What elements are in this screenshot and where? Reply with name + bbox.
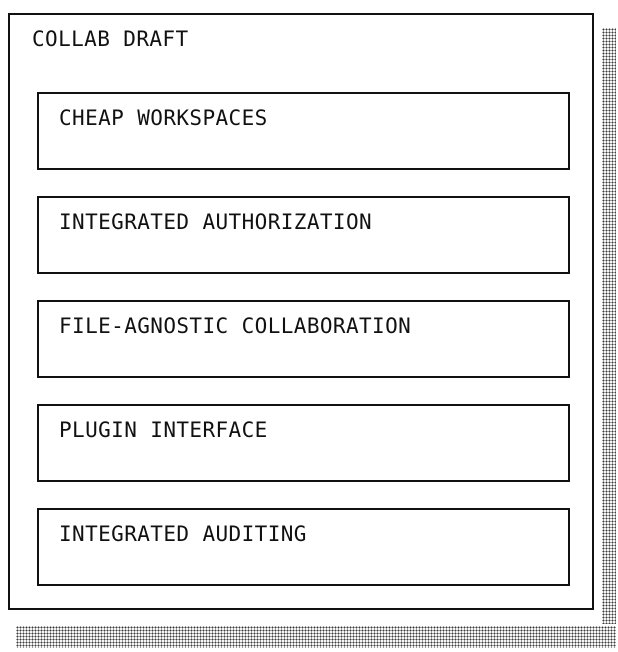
collab-draft-container: COLLAB DRAFT CHEAP WORKSPACES INTEGRATED… xyxy=(8,13,594,610)
drop-shadow-right xyxy=(602,28,616,624)
drop-shadow-bottom xyxy=(16,626,616,648)
feature-label: INTEGRATED AUDITING xyxy=(59,522,307,546)
feature-label: PLUGIN INTERFACE xyxy=(59,418,268,442)
feature-box-plugin-interface: PLUGIN INTERFACE xyxy=(37,404,570,482)
container-title: COLLAB DRAFT xyxy=(32,27,189,51)
feature-box-integrated-auditing: INTEGRATED AUDITING xyxy=(37,508,570,586)
feature-label: FILE-AGNOSTIC COLLABORATION xyxy=(59,314,412,338)
feature-box-cheap-workspaces: CHEAP WORKSPACES xyxy=(37,92,570,170)
feature-label: INTEGRATED AUTHORIZATION xyxy=(59,210,373,234)
feature-box-integrated-authorization: INTEGRATED AUTHORIZATION xyxy=(37,196,570,274)
feature-box-file-agnostic-collaboration: FILE-AGNOSTIC COLLABORATION xyxy=(37,300,570,378)
feature-label: CHEAP WORKSPACES xyxy=(59,106,268,130)
